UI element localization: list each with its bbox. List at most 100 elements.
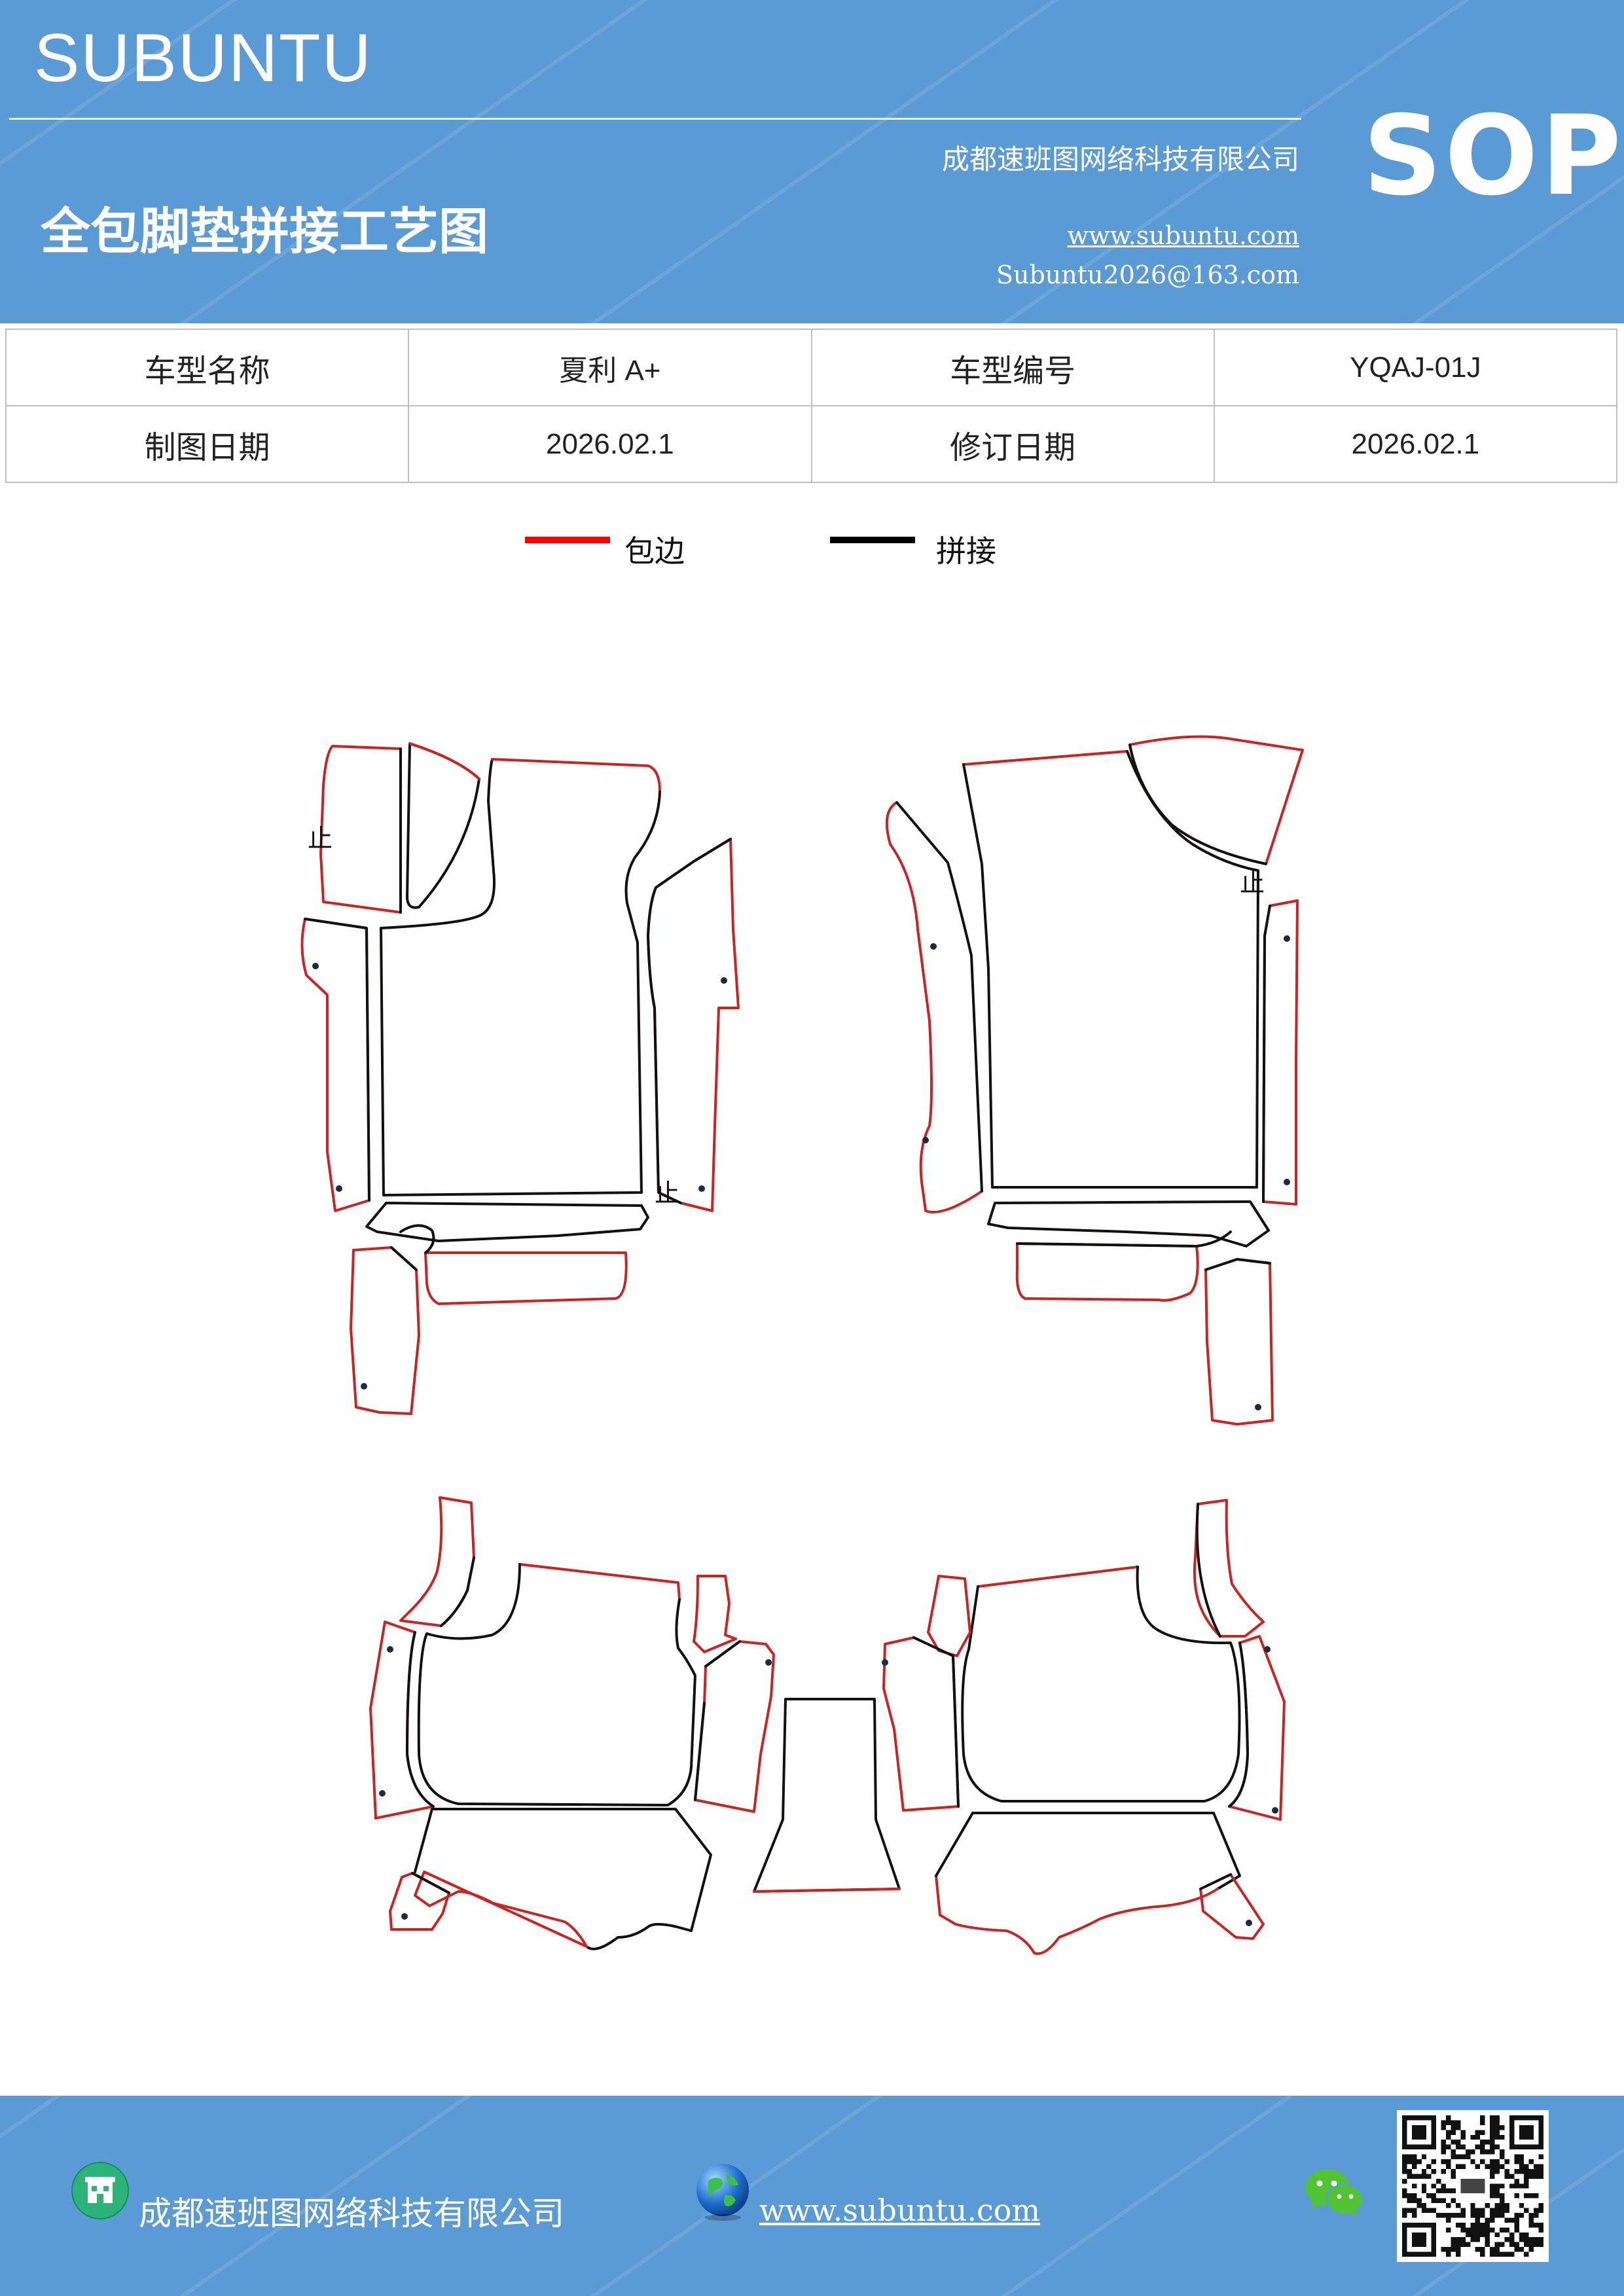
qr-module [1494,2208,1500,2213]
qr-module [1441,2168,1447,2174]
qr-module [1485,2140,1490,2145]
qr-module [1411,2174,1417,2179]
qr-module [1411,2232,1427,2248]
qr-module [1538,2203,1543,2208]
revision-date-value: 2026.02.1 [1213,405,1618,483]
qr-module [1431,2183,1437,2189]
fastener-hole [922,1137,929,1143]
qr-module [1538,2164,1543,2169]
qr-module [1480,2115,1485,2121]
qr-module [1411,2198,1417,2204]
qr-module [1514,2222,1519,2228]
qr-module [1504,2168,1509,2174]
mat-piece-bl-main [417,1563,696,1806]
qr-module [1460,2164,1466,2169]
qr-module [1455,2120,1461,2125]
footer-band: 成都速班图网络科技有限公司 www.subuntu.com [0,2096,1624,2296]
qr-module [1490,2164,1495,2169]
mat-piece-bl-upper-tab [399,1496,475,1627]
qr-module [1534,2222,1539,2228]
qr-module [1524,2178,1529,2184]
qr-module [1426,2164,1432,2169]
qr-module [1519,2164,1525,2169]
qr-module [1528,2168,1534,2174]
qr-module [1475,2134,1481,2140]
qr-module [1455,2203,1461,2208]
qr-module [1407,2198,1412,2204]
qr-module [1480,2251,1485,2257]
qr-module [1504,2251,1509,2257]
qr-module [1538,2208,1543,2213]
mat-piece-bl-right-strip [694,1640,775,1813]
footer-website-link[interactable]: www.subuntu.com [759,2193,1041,2228]
qr-module [1465,2154,1471,2160]
qr-module [1441,2159,1447,2164]
qr-module [1411,2212,1417,2218]
qr-module [1455,2242,1461,2248]
qr-module [1446,2130,1451,2135]
qr-module [1446,2203,1451,2208]
fastener-hole [930,943,937,950]
qr-module [1480,2227,1485,2233]
qr-module [1504,2227,1509,2233]
header-website-link[interactable]: www.subuntu.com [1067,221,1299,250]
qr-module [1446,2120,1451,2125]
header-email: Subuntu2026@163.com [996,260,1299,289]
qr-module [1504,2217,1509,2223]
qr-module [1514,2193,1519,2198]
qr-module [1514,2154,1519,2160]
mat-piece-center-tunnel-bottom [753,1888,901,1893]
qr-module [1407,2154,1412,2160]
fastener-hole [721,977,727,984]
qr-module [1455,2251,1461,2257]
qr-module [1514,2183,1519,2189]
qr-module [1499,2242,1505,2248]
mat-piece-tr-lower-bar [1015,1242,1199,1302]
qr-module [1524,2232,1529,2238]
mat-piece-tr-right-strip-seam [1262,905,1271,1203]
qr-module [1460,2222,1466,2228]
mat-piece-bl-lower-seam [414,1808,433,1873]
qr-module [1494,2168,1500,2174]
legend-seam-label: 拼接 [936,533,996,569]
qr-module [1499,2251,1505,2257]
wechat-icon[interactable] [1301,2164,1367,2221]
fastener-hole [336,1185,342,1192]
qr-module [1534,2174,1539,2179]
qr-module [1475,2164,1481,2169]
mat-piece-bl-lower-edge [414,1871,588,1948]
qr-module [1402,2212,1407,2218]
qr-module [1455,2212,1461,2218]
qr-module [1509,2237,1515,2242]
qr-module [1441,2125,1447,2130]
qr-module [1509,2251,1515,2257]
stop-mark: 止 [655,1179,679,1208]
legend-seam-swatch [830,537,915,543]
qr-module [1460,2208,1466,2213]
qr-module [1421,2188,1427,2194]
qr-module [1514,2227,1519,2233]
qr-module [1441,2149,1447,2155]
qr-module [1411,2164,1417,2169]
qr-module [1446,2217,1451,2223]
qr-module [1470,2237,1475,2242]
qr-module [1426,2208,1432,2213]
qr-module [1475,2237,1481,2242]
mat-piece-tl-lower-left-seam [390,1246,418,1271]
mat-piece-bl-left-strip-seam [406,1631,435,1808]
qr-module [1528,2242,1534,2248]
qr-module [1494,2242,1500,2248]
qr-module [1446,2144,1451,2150]
mat-piece-bl-upper-tab-seam [440,1556,475,1627]
mat-piece-tl-right-strip-seam [647,838,732,1204]
mat-piece-br-lower [971,1812,1241,1890]
mat-piece-br-corner-seam [1199,1873,1232,1890]
qr-module [1407,2159,1412,2164]
qr-module [1485,2149,1490,2155]
qr-module [1421,2208,1427,2213]
qr-module [1470,2134,1475,2140]
qr-module [1441,2183,1447,2189]
qr-module [1451,2125,1456,2130]
qr-module [1441,2144,1447,2150]
